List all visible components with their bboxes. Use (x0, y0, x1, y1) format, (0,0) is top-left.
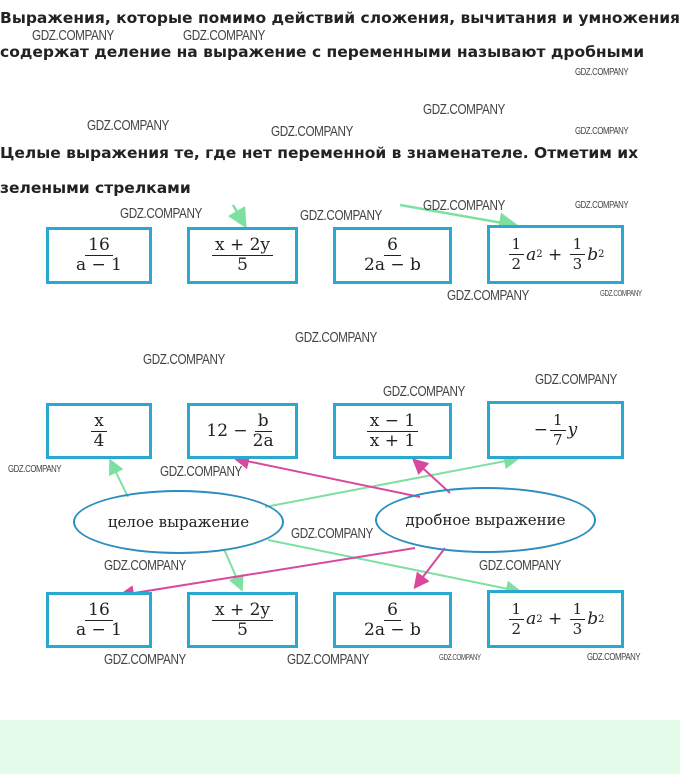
numerator: 1 (569, 235, 586, 255)
whole-expression-label: целое выражение (107, 513, 250, 531)
magenta-arrow (413, 547, 446, 590)
green-arrow (109, 458, 129, 498)
watermark: GDZ.COMPANY (291, 525, 373, 542)
watermark: GDZ.COMPANY (423, 101, 505, 118)
watermark: GDZ.COMPANY (120, 205, 202, 222)
plus-sign: + (548, 609, 563, 629)
numerator: x + 2y (211, 600, 274, 621)
numerator: 6 (384, 600, 401, 621)
denominator: 3 (572, 619, 583, 638)
whole-expression-ellipse: целое выражение (73, 490, 284, 554)
watermark: GDZ.COMPANY (447, 287, 529, 304)
text-line-3: Целые выражения те, где нет переменной в… (0, 144, 639, 162)
footer-band (0, 720, 680, 774)
fractional-expression-ellipse: дробное выражение (375, 487, 596, 553)
plus-sign: + (548, 244, 563, 265)
numerator: x + 2y (211, 236, 274, 256)
denominator: 5 (237, 619, 248, 640)
numerator: 16 (85, 236, 113, 256)
watermark: GDZ.COMPANY (600, 289, 642, 298)
numerator: 1 (569, 600, 586, 620)
magenta-arrow (412, 458, 451, 494)
numerator: b (254, 411, 272, 432)
watermark: GDZ.COMPANY (575, 126, 629, 137)
watermark: GDZ.COMPANY (587, 652, 641, 663)
numerator: 1 (550, 411, 566, 431)
denominator: a − 1 (75, 255, 122, 275)
watermark: GDZ.COMPANY (271, 123, 353, 140)
watermark: GDZ.COMPANY (479, 557, 561, 574)
var-b: b (587, 609, 599, 629)
watermark: GDZ.COMPANY (575, 67, 629, 78)
term-12: 12 − (206, 421, 248, 441)
watermark: GDZ.COMPANY (535, 371, 617, 388)
watermark: GDZ.COMPANY (575, 200, 629, 211)
watermark: GDZ.COMPANY (300, 207, 382, 224)
text-line-2: содержат деление на выражение с переменн… (0, 43, 645, 61)
watermark: GDZ.COMPANY (8, 464, 62, 475)
var-a: a (526, 609, 537, 629)
text-line-1: Выражения, которые помимо действий сложе… (0, 9, 680, 27)
denominator: 2 (511, 255, 522, 273)
text-line-4: зелеными стрелками (0, 179, 191, 197)
watermark: GDZ.COMPANY (104, 557, 186, 574)
denominator: 7 (553, 430, 563, 449)
exponent: 2 (536, 613, 543, 625)
watermark: GDZ.COMPANY (32, 27, 114, 44)
numerator: x − 1 (366, 411, 419, 432)
watermark: GDZ.COMPANY (87, 117, 169, 134)
exponent: 2 (598, 613, 605, 625)
denominator: 3 (572, 255, 583, 273)
numerator: 6 (384, 236, 401, 256)
denominator: x + 1 (369, 430, 416, 451)
denominator: 2a − b (364, 255, 421, 275)
green-arrow (227, 204, 247, 229)
var-y: y (567, 420, 578, 440)
fractional-expression-label: дробное выражение (405, 511, 566, 529)
watermark: GDZ.COMPANY (439, 653, 481, 662)
numerator: 1 (508, 235, 525, 255)
numerator: 1 (508, 600, 525, 620)
numerator: x (91, 411, 107, 432)
watermark: GDZ.COMPANY (183, 27, 265, 44)
denominator: 5 (237, 255, 248, 275)
watermark: GDZ.COMPANY (383, 383, 465, 400)
denominator: a − 1 (75, 619, 122, 640)
denominator: 2 (511, 619, 522, 638)
watermark: GDZ.COMPANY (423, 197, 505, 214)
var-b: b (587, 244, 599, 265)
denominator: 2a − b (364, 619, 421, 640)
exponent: 2 (598, 249, 605, 260)
watermark: GDZ.COMPANY (104, 651, 186, 668)
watermark: GDZ.COMPANY (287, 651, 369, 668)
denominator: 2a (252, 430, 274, 451)
exponent: 2 (536, 249, 543, 260)
var-a: a (526, 244, 537, 265)
numerator: 16 (85, 600, 113, 621)
watermark: GDZ.COMPANY (160, 463, 242, 480)
minus-sign: − (533, 420, 549, 440)
watermark: GDZ.COMPANY (143, 351, 225, 368)
magenta-arrow (233, 453, 421, 498)
denominator: 4 (93, 430, 105, 451)
watermark: GDZ.COMPANY (295, 329, 377, 346)
green-arrow (223, 548, 244, 592)
